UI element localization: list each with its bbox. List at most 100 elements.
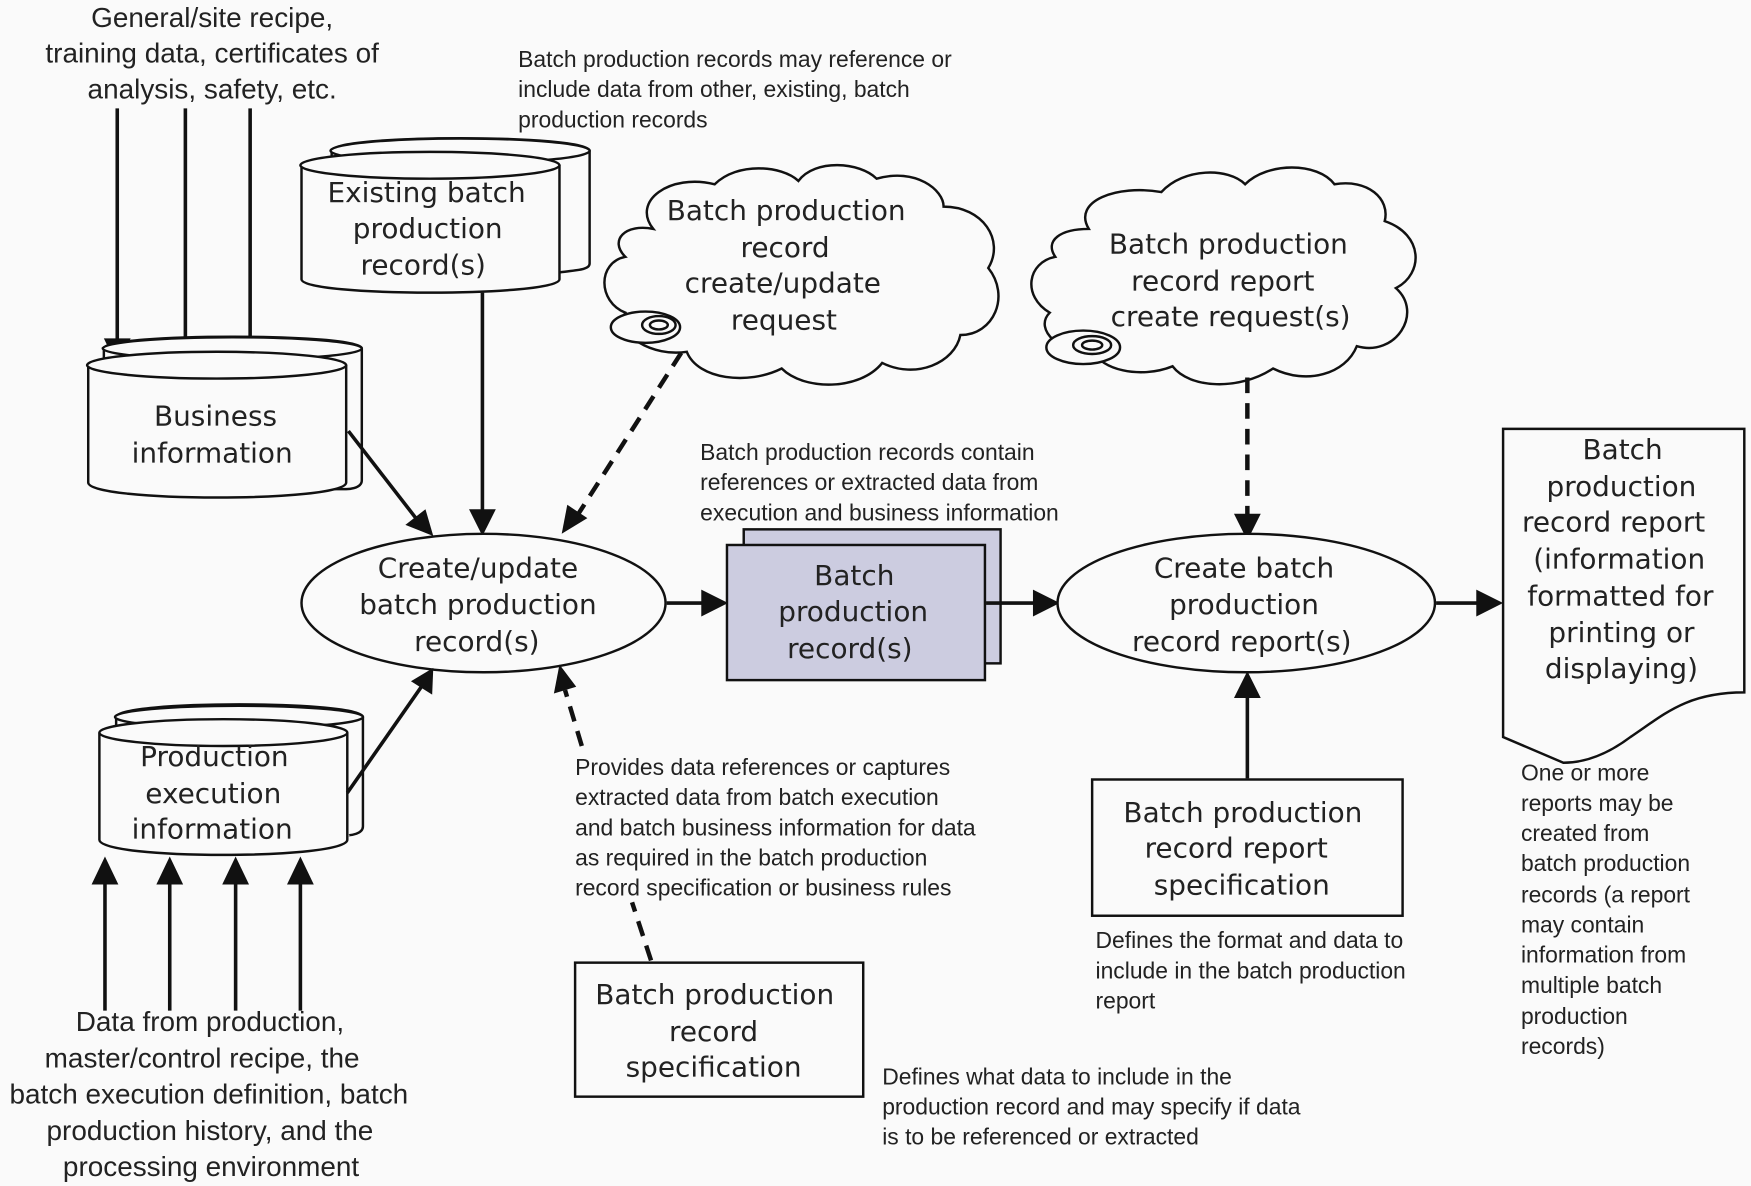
node-label: record report (1131, 264, 1314, 297)
report-spec-node[interactable]: Batch production record report specifica… (1090, 778, 1404, 917)
arrowhead-icon (222, 856, 250, 885)
node-label: Business (154, 399, 277, 432)
node-label: Batch production (667, 194, 906, 227)
arrowhead-icon (701, 589, 729, 617)
arrowhead-icon (405, 509, 434, 537)
node-label: printing or (1548, 616, 1695, 649)
node-label: formatted for (1527, 579, 1714, 612)
note-existing-reference: Batch production records may reference o… (518, 46, 952, 132)
node-label: specification (1154, 869, 1330, 902)
arrow-business-to-create (347, 429, 420, 522)
note-report-spec-desc: Defines the format and data to include i… (1095, 927, 1405, 1013)
create-report-process[interactable]: Create batch production record report(s) (1056, 532, 1437, 674)
node-label: batch production (359, 588, 597, 621)
node-label: displaying) (1545, 652, 1698, 685)
document-shape (1501, 427, 1746, 764)
arrowhead-icon (1476, 589, 1504, 617)
node-label: record(s) (787, 632, 912, 665)
arrowhead-icon (410, 667, 434, 695)
node-label: record(s) (360, 249, 485, 282)
cylinder-top (299, 150, 561, 180)
dashed-arrow-request-to-create (576, 351, 684, 515)
arrowhead-icon (1233, 671, 1261, 698)
cloud-tail-core (648, 319, 670, 331)
cloud-shape (1030, 166, 1417, 386)
arrowhead-icon (469, 509, 496, 537)
note-line: include data from other, existing, batch (518, 76, 910, 102)
node-label: create/update (685, 267, 881, 300)
note-line: information from (1521, 942, 1686, 968)
existing-records-store[interactable]: Existing batch production record(s) (299, 136, 591, 294)
label-line: processing environment (63, 1151, 360, 1182)
cylinder-body (98, 732, 349, 857)
node-label: Batch production (1109, 228, 1348, 261)
note-line: record specification or business rules (575, 875, 951, 901)
label-line: production history, and the (47, 1115, 374, 1146)
note-line: as required in the batch production (575, 844, 927, 870)
note-line: production records (518, 106, 707, 132)
dashed-arrow-provides-to-create (562, 689, 584, 747)
node-label: Create batch (1154, 551, 1334, 584)
cylinder-body (300, 165, 561, 294)
note-line: Batch production records may reference o… (518, 46, 952, 72)
create-update-process[interactable]: Create/update batch production record(s) (300, 532, 667, 674)
note-line: production record and may specify if dat… (882, 1094, 1301, 1120)
note-line: execution and business information (700, 499, 1059, 525)
top-inputs-label: General/site recipe, training data, cert… (45, 2, 379, 104)
report-output-node[interactable]: Batch production record report (informat… (1501, 427, 1746, 764)
node-label: Create/update (378, 551, 578, 584)
note-records-contain: Batch production records contain referen… (700, 439, 1059, 525)
note-line: may contain (1521, 911, 1644, 937)
node-label: Batch production (595, 978, 834, 1011)
label-line: training data, certificates of (45, 38, 379, 69)
note-line: One or more (1521, 760, 1649, 786)
node-label: record (740, 231, 829, 264)
note-line: reports may be (1521, 790, 1674, 816)
label-line: analysis, safety, etc. (88, 73, 337, 104)
node-label: record report(s) (1132, 625, 1352, 658)
report-request-cloud[interactable]: Batch production record report create re… (1030, 166, 1417, 386)
note-line: extracted data from batch execution (575, 784, 939, 810)
record-sheet-front (725, 543, 987, 682)
label-line: batch execution definition, batch (9, 1078, 408, 1109)
note-line: and batch business information for data (575, 814, 976, 840)
business-info-store[interactable]: Business information (85, 335, 364, 499)
node-label: Existing batch (327, 176, 525, 209)
note-line: multiple batch (1521, 972, 1662, 998)
node-label: record report (1522, 506, 1705, 539)
node-label: request (731, 303, 837, 336)
note-record-spec-desc: Defines what data to include in the prod… (882, 1063, 1301, 1149)
arrowhead-icon (156, 856, 184, 885)
node-label: specification (626, 1051, 802, 1084)
node-label: Batch production (1123, 796, 1362, 829)
create-update-request-cloud[interactable]: Batch production record create/update re… (603, 163, 1000, 386)
note-line: batch production (1521, 850, 1690, 876)
spec-box (1090, 778, 1404, 917)
note-line: Batch production records contain (700, 439, 1034, 465)
arrowhead-icon (553, 664, 577, 694)
batch-records-node[interactable]: Batch production record(s) (725, 528, 1002, 682)
note-line: records (a report (1521, 881, 1691, 907)
node-label: record(s) (414, 625, 539, 658)
node-label: Batch (1582, 433, 1662, 466)
arrowhead-icon (1032, 589, 1060, 617)
arrow-exec-to-create (345, 684, 424, 794)
production-exec-store[interactable]: Production execution information (98, 703, 365, 857)
record-spec-node[interactable]: Batch production record specification (573, 961, 865, 1098)
arrowhead-icon (91, 856, 119, 885)
node-label: record report (1145, 832, 1328, 865)
note-line: report (1095, 987, 1155, 1013)
node-label: information (132, 436, 293, 469)
label-line: Data from production, (76, 1006, 344, 1037)
node-label: (information (1533, 542, 1705, 575)
node-label: information (132, 813, 293, 846)
note-line: is to be referenced or extracted (882, 1124, 1199, 1150)
note-line: include in the batch production (1095, 957, 1405, 983)
cloud-tail-core (1080, 339, 1104, 351)
cylinder-body (86, 365, 348, 499)
cylinder-top (85, 350, 348, 380)
node-label: record (669, 1015, 758, 1048)
note-line: Provides data references or captures (575, 754, 950, 780)
spec-box (573, 961, 865, 1098)
note-reports-multi: One or more reports may be created from … (1521, 760, 1691, 1060)
